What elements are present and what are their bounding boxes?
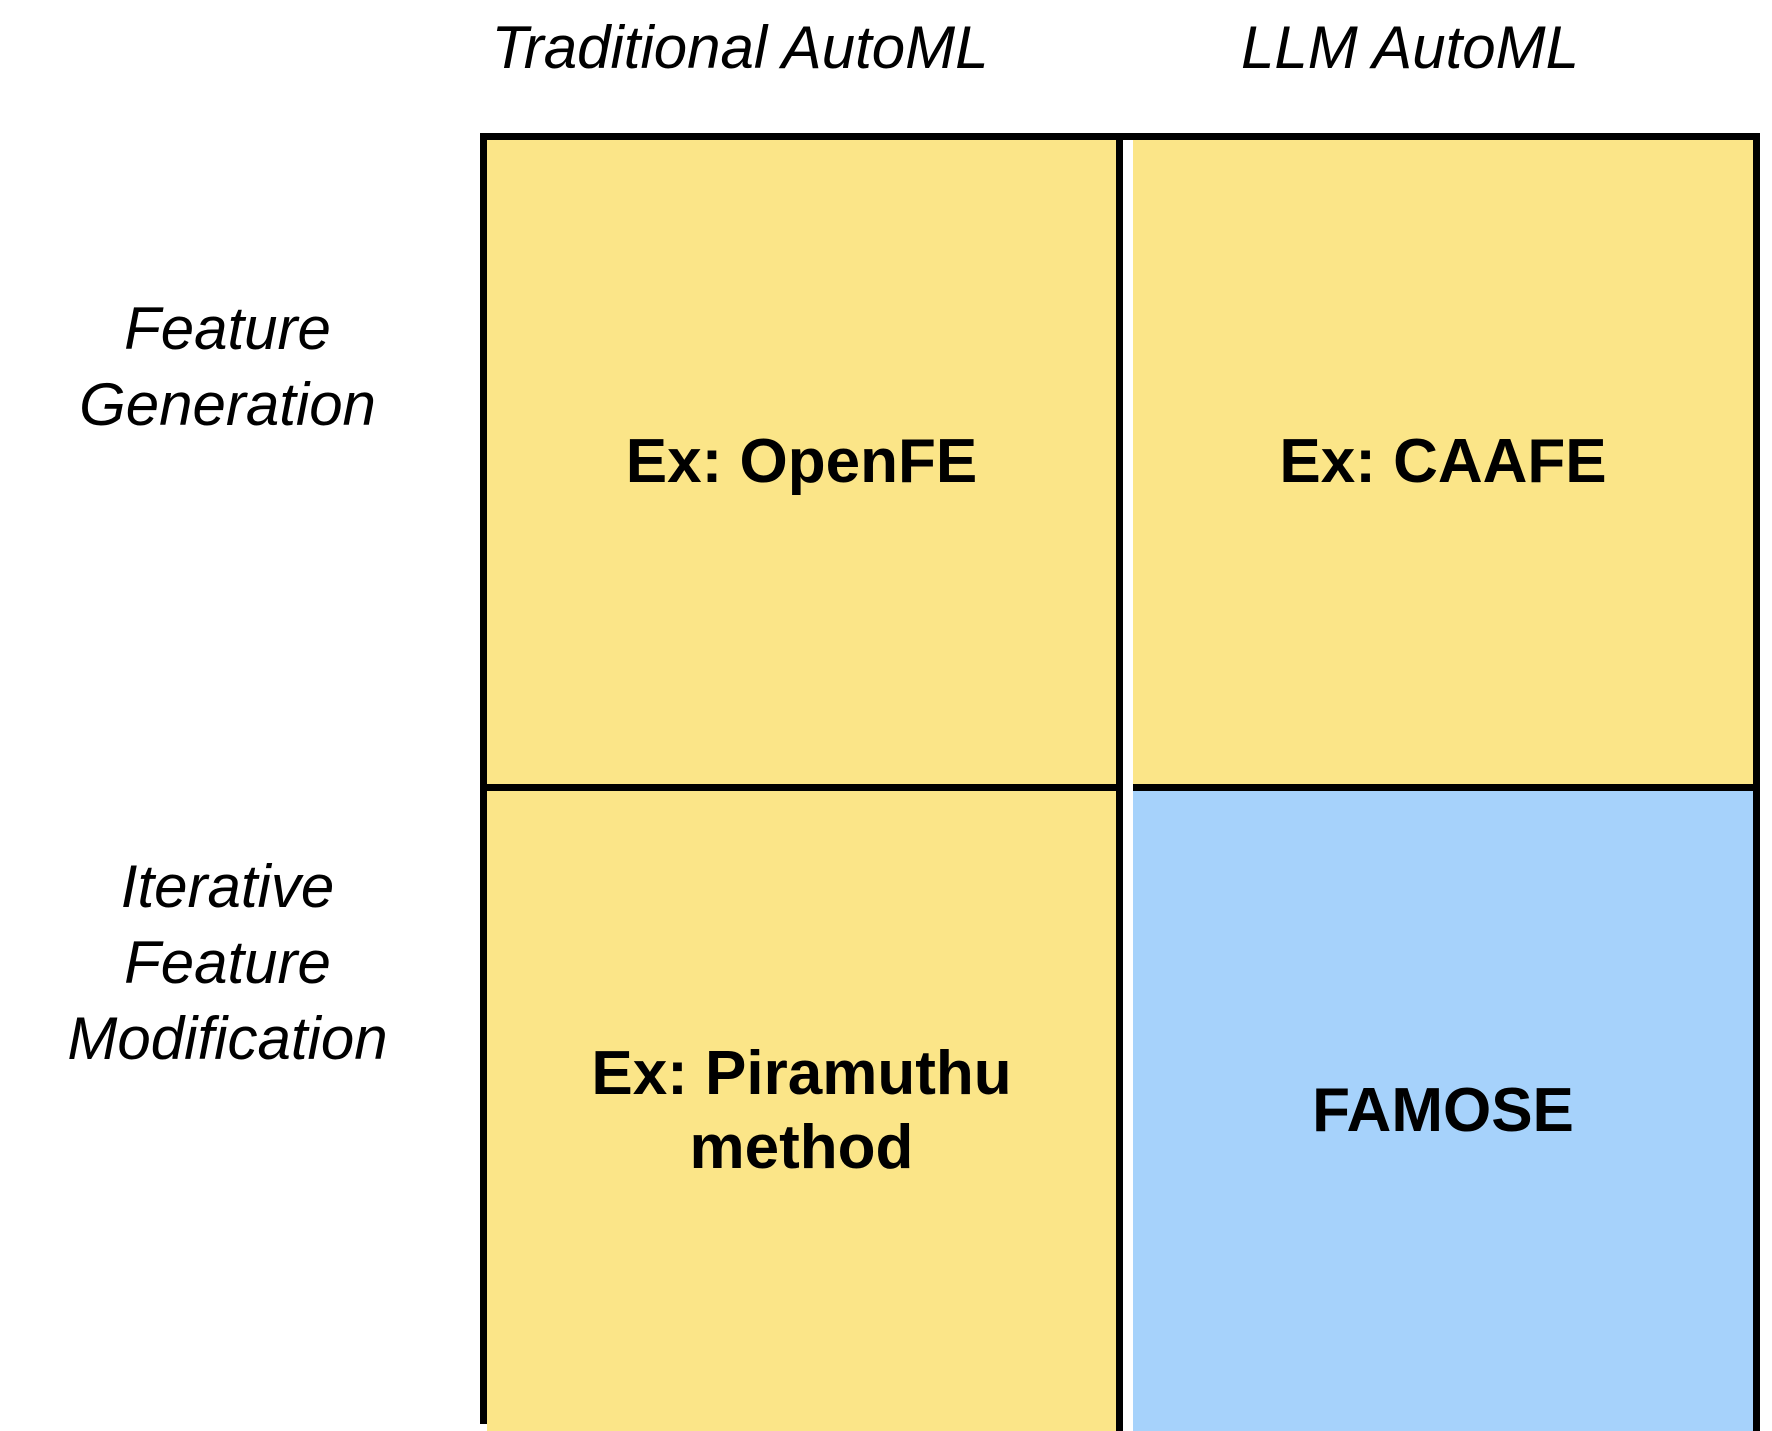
matrix-row-iterative-feature-modification: Ex: Piramuthu method FAMOSE — [487, 784, 1760, 1431]
matrix-grid: Ex: OpenFE Ex: CAAFE Ex: Piramuthu metho… — [480, 133, 1760, 1431]
row-label-line: Generation — [79, 371, 376, 438]
column-header-traditional-automl: Traditional AutoML — [491, 14, 989, 81]
row-label-line: Feature — [124, 929, 331, 996]
matrix-cell-iterative-feature-modification-traditional-automl[interactable]: Ex: Piramuthu method — [487, 784, 1123, 1431]
matrix-cell-text: Ex: OpenFE — [625, 427, 978, 496]
matrix-cell-iterative-feature-modification-llm-automl[interactable]: FAMOSE — [1133, 784, 1760, 1431]
matrix-cell-text: Ex: Piramuthu — [591, 1039, 1012, 1108]
matrix-cell-feature-generation-traditional-automl[interactable]: Ex: OpenFE — [487, 140, 1123, 784]
row-label-feature-generation: Feature Generation — [0, 291, 455, 443]
row-label-line: Feature — [124, 295, 331, 362]
matrix-cell-feature-generation-llm-automl[interactable]: Ex: CAAFE — [1133, 140, 1760, 784]
matrix-cell-text: method — [689, 1113, 914, 1182]
matrix-cell-text: Ex: CAAFE — [1279, 427, 1607, 496]
row-label-line: Iterative — [120, 853, 335, 920]
matrix-row-feature-generation: Ex: OpenFE Ex: CAAFE — [487, 140, 1760, 784]
matrix-cell-text: FAMOSE — [1312, 1076, 1574, 1145]
column-header-llm-automl: LLM AutoML — [1241, 14, 1579, 81]
row-label-iterative-feature-modification: Iterative Feature Modification — [0, 849, 455, 1077]
row-label-line: Modification — [67, 1005, 388, 1072]
